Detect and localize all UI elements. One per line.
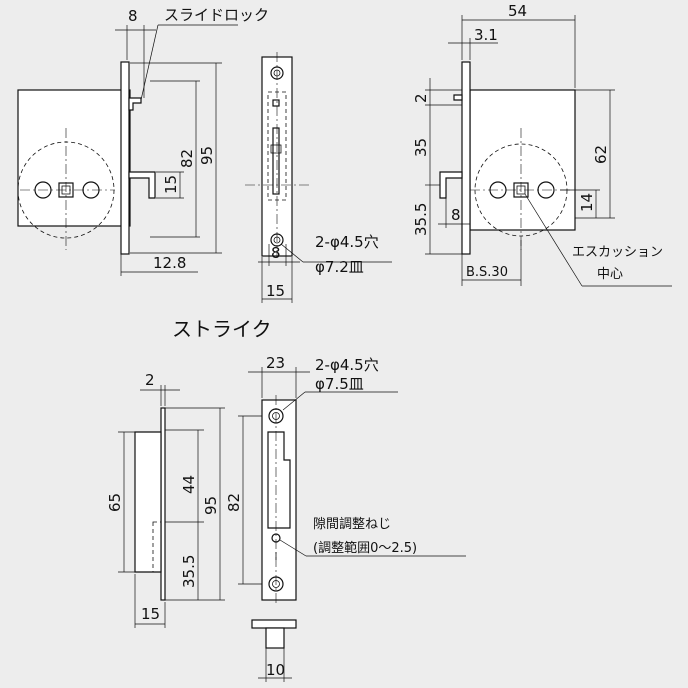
label-slide-lock: スライドロック xyxy=(164,6,269,24)
label-backset: B.S.30 xyxy=(466,265,508,280)
lock-case xyxy=(17,89,131,227)
label-hole-spec-body: 2-φ4.5穴 xyxy=(315,233,379,251)
dim-23: 23 xyxy=(266,354,285,372)
dim-95-strike: 95 xyxy=(202,496,220,515)
dim-10: 10 xyxy=(266,661,285,679)
label-countersink-body: φ7.2皿 xyxy=(315,258,364,276)
strike-title: ストライク xyxy=(172,317,272,341)
dim-15-left: 15 xyxy=(162,175,180,194)
dim-3-1: 3.1 xyxy=(474,26,498,44)
slide-lock-knob xyxy=(128,97,142,111)
dim-8-top: 8 xyxy=(128,7,138,25)
dim-65: 65 xyxy=(106,493,124,512)
dim-82-left: 82 xyxy=(178,149,196,168)
strike-front-view: 23 82 2-φ4.5穴 φ7.5皿 隙間調整ねじ (調整範囲0〜2.5) xyxy=(225,354,466,605)
dim-8-front: 8 xyxy=(271,244,281,262)
faceplate-front-view: 8 15 2-φ4.5穴 φ7.2皿 xyxy=(245,52,392,303)
latch-bolt-right xyxy=(439,171,463,199)
strike-side-view: 2 65 44 35.5 95 15 xyxy=(106,371,225,628)
label-countersink-strike: φ7.5皿 xyxy=(315,375,364,393)
latch-slot xyxy=(272,127,280,195)
dim-44: 44 xyxy=(180,475,198,494)
label-gap-screw-1: 隙間調整ねじ xyxy=(313,517,391,532)
dim-54: 54 xyxy=(508,2,527,20)
dim-35-5-strike: 35.5 xyxy=(180,555,198,588)
dim-35: 35 xyxy=(412,138,430,157)
strike-box xyxy=(134,431,162,573)
faceplate-edge xyxy=(120,61,130,255)
dim-15-strike: 15 xyxy=(141,605,160,623)
strike-bottom-view: 10 xyxy=(251,619,297,682)
dim-2-strike: 2 xyxy=(145,371,155,389)
label-hole-spec-strike: 2-φ4.5穴 xyxy=(315,356,379,374)
lock-side-view-right: 54 3.1 2 35 35.5 8 62 14 B.S.30 エスカッション xyxy=(412,2,672,287)
dim-8-right: 8 xyxy=(451,206,461,224)
lock-case-right xyxy=(469,89,576,231)
dim-14: 14 xyxy=(578,193,596,212)
label-escutcheon-center-2: 中心 xyxy=(597,267,623,282)
dim-95-left: 95 xyxy=(198,146,216,165)
lock-side-view: 8 スライドロック 82 95 15 12.8 xyxy=(17,6,269,276)
dim-82-strike: 82 xyxy=(225,493,243,512)
slide-lock-slot xyxy=(272,99,280,107)
latch-bolt xyxy=(128,171,156,199)
dim-62: 62 xyxy=(592,145,610,164)
label-escutcheon-center-1: エスカッション xyxy=(572,245,663,260)
strike-opening xyxy=(267,431,291,529)
dim-35-5-right: 35.5 xyxy=(412,203,430,236)
strike-tab xyxy=(265,627,285,649)
dim-12-8: 12.8 xyxy=(153,254,186,272)
dim-2-right: 2 xyxy=(412,93,430,103)
faceplate-edge-right xyxy=(461,61,471,255)
dim-15-front: 15 xyxy=(266,282,285,300)
label-gap-screw-2: (調整範囲0〜2.5) xyxy=(313,541,417,556)
